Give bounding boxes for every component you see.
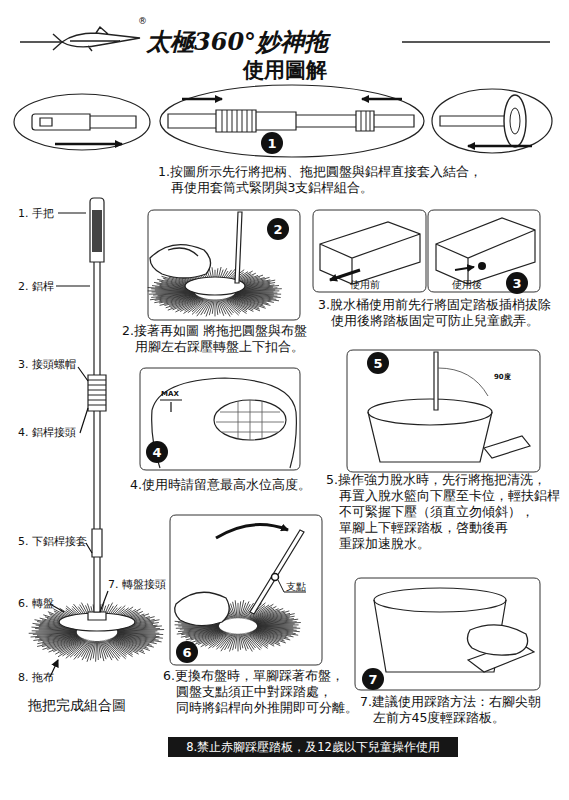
state-label: 使用後 [452, 278, 482, 292]
assembly-arrow [182, 98, 222, 101]
pivot [272, 574, 279, 581]
step-text: 1.按圖所示先行將把柄、拖把圓盤與鋁桿直接套入結合， 再使用套筒式緊閉與3支鋁桿… [158, 164, 488, 196]
handle-part [32, 114, 136, 130]
leader-arrow [50, 213, 108, 677]
mop-stick [250, 530, 304, 614]
callout-text: 5 [373, 356, 382, 371]
tube-part [440, 116, 505, 126]
state-label: 使用前 [350, 278, 380, 292]
part-name: 1. 手把 [18, 207, 54, 220]
detail-circle [14, 94, 150, 150]
callout-number: 7 [362, 668, 384, 690]
pin-arrow [330, 270, 360, 280]
callout-text: 3 [512, 276, 521, 291]
swivel-part [88, 612, 106, 620]
callout-text: 7 [368, 672, 377, 687]
callout-number: 2 [267, 218, 289, 240]
part-name: 3. 接頭螺帽 [18, 358, 76, 371]
panel-frame [140, 210, 540, 690]
part-name: 7. 轉盤接頭 [108, 578, 166, 591]
mop-stick [434, 352, 438, 410]
mop-disc [59, 613, 135, 631]
pin [478, 262, 486, 270]
mop-stick [235, 212, 242, 283]
foot [150, 245, 211, 278]
callout-text: 4 [152, 445, 161, 460]
joint-part [168, 110, 414, 132]
pin-arrow [455, 267, 474, 270]
callout-text: 2 [273, 222, 282, 237]
part-name: 5. 下鋁桿接套 [18, 535, 87, 548]
callout-number: 1 [261, 132, 283, 154]
assembly-arrow [362, 98, 402, 101]
callout-number: 3 [506, 272, 528, 294]
bucket [368, 412, 492, 462]
basket-grid [216, 400, 284, 440]
callout-number: 6 [176, 641, 198, 663]
water-mark-label: MAX [161, 390, 179, 398]
foot [175, 592, 230, 625]
part-name: 4. 鋁桿接頭 [18, 426, 76, 439]
callout-number: 5 [367, 352, 389, 374]
nut-ridges [222, 110, 370, 132]
detail-circle [160, 85, 424, 157]
pedal [320, 222, 420, 284]
angle-label: 90度 [494, 372, 511, 382]
part-name: 2. 鋁桿 [18, 280, 54, 293]
handle-grip [92, 210, 102, 252]
step-text: 7.建議使用踩踏方法：右腳尖朝 左前方45度輕踩踏板。 [360, 694, 565, 726]
subtitle: 使用圖解 [195, 56, 375, 84]
pedal [484, 436, 530, 458]
callout-number: 4 [146, 441, 168, 463]
foot [467, 625, 527, 655]
figure-caption: 拖把完成組合圖 [28, 697, 126, 715]
step-text: 4.使用時請留意最高水位高度。 [130, 477, 335, 493]
push-arrow [216, 525, 288, 538]
step-text: 5.操作強力脫水時，先行將拖把清洗， 再置入脫水籃向下壓至卡位，輕扶鋁桿 不可緊… [326, 472, 568, 552]
part-name: 8. 拖布 [18, 671, 54, 684]
step-text: 6.更換布盤時，單腳踩著布盤， 圓盤支點須正中對踩踏處， 同時將鋁桿向外推開即可… [163, 668, 365, 716]
bucket [152, 378, 297, 468]
basket [214, 400, 286, 440]
callout-text: 1 [267, 136, 276, 151]
bucket [374, 588, 506, 612]
disc-part [504, 95, 526, 147]
warning-text: 8.禁止赤腳踩壓踏板，及12歲以下兒童操作使用 [186, 740, 440, 755]
nut-ridges [88, 380, 106, 405]
max-mark [160, 400, 182, 412]
angle-arc [438, 368, 488, 396]
disc-part [510, 108, 520, 134]
assembly-arrow [468, 145, 532, 148]
bucket [368, 399, 492, 425]
callout-label: 支點 [286, 580, 306, 594]
step-text: 2.接著再如圖 將拖把圓盤與布盤 用腳左右踩壓轉盤上下扣合。 [122, 323, 327, 355]
callout-text: 6 [182, 645, 191, 660]
trademark: ® [138, 16, 147, 26]
assembly-arrow [55, 143, 122, 146]
logo-fish [53, 27, 140, 51]
title: 太極360°妙神拖 [142, 26, 332, 58]
part-name: 6. 轉盤 [18, 597, 54, 610]
warning-band: 8.禁止赤腳踩壓踏板，及12歲以下兒童操作使用 [168, 737, 458, 757]
detail-circle [432, 89, 552, 153]
step-text: 3.脫水桶使用前先行將固定踏板插梢拔除 使用後將踏板固定可防止兒童戲弄。 [318, 297, 563, 329]
